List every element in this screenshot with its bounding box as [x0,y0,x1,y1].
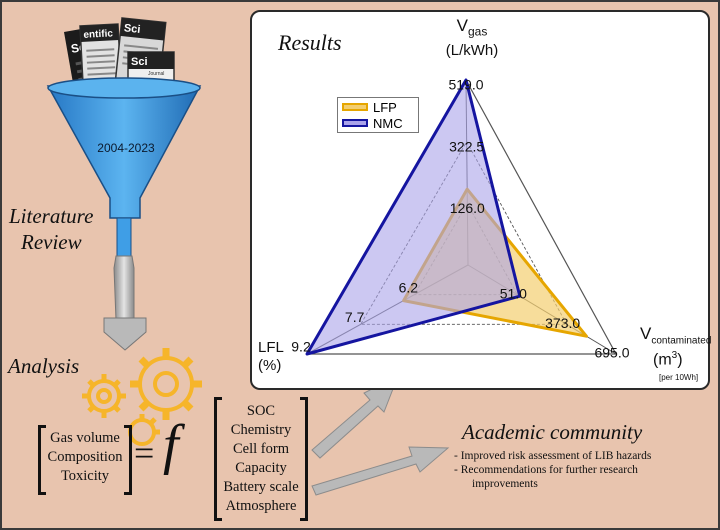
axis-vgas-sub: gas [467,24,488,39]
arrow-to-results [311,374,399,459]
axis-vcont-unit-close: ) [677,351,683,369]
factors-text: SOC Chemistry Cell form Capacity Battery… [223,403,299,514]
arrow-to-academic [311,446,450,496]
down-arrow [103,255,147,351]
factors-box: SOC Chemistry Cell form Capacity Battery… [214,397,308,521]
legend-swatch-nmc [342,119,368,127]
analysis-label: Analysis [8,354,80,378]
academic-bullets: - Improved risk assessment of LIB hazard… [454,449,651,491]
literature-line-1: Literature [9,204,94,228]
axis-vcont-note: [per 10Wh] [659,373,699,382]
literature-line-2: Review [21,230,82,254]
axis-lfl-unit: (%) [258,357,282,374]
axis-title-lfl: LFL (%) [258,339,284,375]
funnel: 2004-2023 [46,77,202,257]
journal-brand-text-3: Sci [131,56,148,68]
legend-label-nmc: NMC [373,115,403,131]
axis-lfl-name: LFL [258,339,284,356]
legend-label-lfp: LFP [373,99,397,115]
axis-vgas-name: V [456,16,468,35]
axis-vgas-unit: (L/kWh) [445,42,499,60]
results-title: Results [278,30,342,55]
journal-brand-text-2: Sci [123,22,141,36]
gear-large-icon [130,348,202,420]
function-symbol: f [163,414,179,476]
axis-vcont-unit: (m [653,351,672,369]
outputs-box: Gas volume Composition Toxicity [38,425,132,495]
funnel-year-label: 2004-2023 [97,141,155,155]
equals-sign: = [134,433,155,473]
axis-vcont-name: V [640,324,652,343]
literature-review-label: Literature Review [9,203,93,255]
legend-item-lfp: LFP [342,99,397,115]
axis-vcont-sub: contaminated [651,335,712,347]
axis-vcont-unit-sup: 3 [671,350,678,361]
journal-sub-text: Journal [148,71,164,77]
legend-item-nmc: NMC [342,115,403,131]
academic-bullet-2-cont: improvements [472,478,538,490]
chart-legend: LFP NMC [337,97,419,133]
academic-title: Academic community [462,420,643,444]
axis-title-vcont: Vcontaminated [640,324,711,351]
academic-bullet-2: - Recommendations for further research [454,464,638,476]
legend-swatch-lfp [342,103,368,111]
gear-small-icon [82,374,126,418]
outputs-text: Gas volume Composition Toxicity [47,430,123,484]
axis-vcont-unit-block: (m3) [653,350,683,369]
academic-bullet-1: - Improved risk assessment of LIB hazard… [454,450,652,462]
gears [82,348,202,446]
axis-title-vgas: Vgas (L/kWh) [441,16,503,61]
journal-title-text: entific [83,28,113,41]
